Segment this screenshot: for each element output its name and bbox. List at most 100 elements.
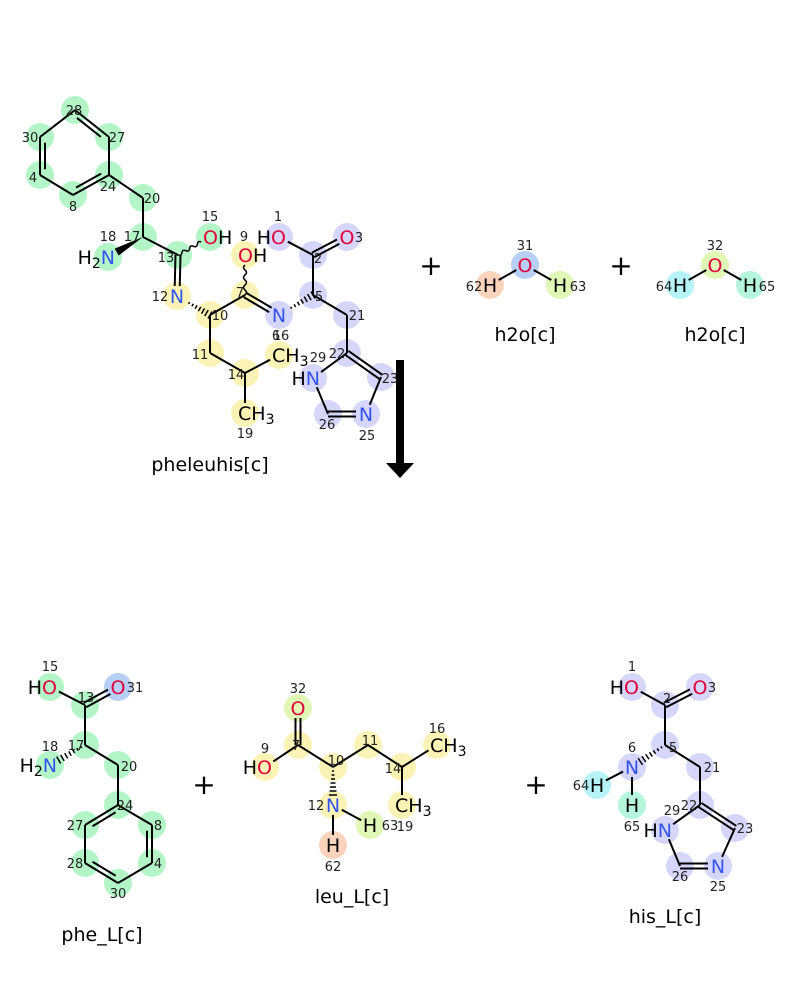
- bond-line: [108, 174, 144, 199]
- atom-highlight: [423, 731, 451, 759]
- atom-label: HO: [610, 677, 639, 699]
- atom-label: H: [553, 275, 567, 297]
- molecule-name-pheleuhis: pheleuhis[c]: [151, 454, 268, 476]
- bonds-pheleuhis: [39, 109, 384, 418]
- atom-number: 10: [212, 309, 229, 324]
- molecule-name-h2o-2: h2o[c]: [684, 324, 745, 346]
- atom-label: N: [359, 404, 373, 426]
- atom-number: 31: [127, 681, 144, 696]
- atom-highlight: [546, 271, 574, 299]
- atom-number: 27: [109, 131, 126, 146]
- atom-number: 5: [315, 290, 323, 305]
- atom-number: 9: [261, 742, 269, 757]
- atom-highlight: [284, 694, 312, 722]
- plus-sign: +: [609, 249, 632, 282]
- bond-line: [272, 744, 299, 763]
- atom-number: 14: [228, 368, 245, 383]
- hash-bond-line: [637, 757, 644, 766]
- bond-line: [320, 352, 348, 373]
- hash-bond-line: [296, 301, 301, 306]
- atom-label: H2N: [20, 755, 57, 780]
- bond-line: [672, 804, 701, 826]
- atom-label: H2N: [78, 247, 115, 272]
- atom-number: 16: [273, 329, 290, 344]
- atom-highlight: [94, 243, 122, 271]
- bonds-leu_L: [272, 718, 430, 835]
- atom-number: 13: [158, 251, 175, 266]
- double-bond-line: [243, 296, 270, 313]
- atom-highlight: [618, 791, 646, 819]
- aromatic-inner-line: [75, 172, 102, 189]
- atom-number: 65: [759, 280, 776, 295]
- atom-number: 30: [110, 887, 127, 902]
- hash-bond-line: [56, 756, 62, 764]
- double-bond-line: [85, 693, 111, 709]
- hash-bond-line: [300, 298, 305, 304]
- atom-number: 7: [236, 286, 244, 301]
- atom-number: 7: [292, 739, 300, 754]
- bond-line: [84, 804, 119, 826]
- aromatic-inner-line: [92, 860, 117, 877]
- bonds-his_L: [605, 688, 737, 870]
- atom-number: 28: [66, 104, 83, 119]
- bond-line: [723, 269, 742, 281]
- atom-highlight: [265, 341, 293, 369]
- double-bond-line: [665, 692, 693, 709]
- atom-number: 11: [362, 734, 379, 749]
- atom-number: 20: [121, 760, 138, 775]
- atom-number: 25: [710, 880, 727, 895]
- atom-number: 28: [67, 857, 84, 872]
- molecule-name-leu-L: leu_L[c]: [315, 886, 389, 908]
- bond-line: [244, 358, 271, 374]
- atom-label: CH3: [430, 735, 467, 760]
- atom-number: 1: [628, 660, 636, 675]
- hash-bond-line: [306, 293, 312, 301]
- atom-label: N: [711, 856, 725, 878]
- wedge-bond: [114, 237, 143, 256]
- hash-bond-line: [72, 749, 76, 754]
- atom-label: N: [625, 757, 639, 779]
- atom-number: 4: [29, 171, 37, 186]
- hash-bond-line: [200, 308, 206, 314]
- plus-sign: +: [192, 768, 215, 801]
- double-bond-line: [173, 254, 177, 286]
- atom-highlight: [476, 271, 504, 299]
- bond-line: [142, 236, 179, 256]
- atom-label: H: [743, 275, 757, 297]
- hash-bond-line: [290, 306, 293, 310]
- hash-bond-line: [652, 749, 657, 755]
- double-bond-line: [245, 291, 273, 309]
- bond-line: [72, 174, 110, 196]
- atom-label: OH: [238, 245, 267, 267]
- atom-highlight: [251, 753, 279, 781]
- hash-bond-line: [656, 748, 660, 752]
- atom-number: 2: [314, 252, 322, 267]
- bond-line: [74, 109, 110, 138]
- bond-line: [209, 294, 246, 316]
- atom-number: 30: [22, 131, 39, 146]
- bonds-h2o_b: [688, 269, 742, 281]
- atom-highlight: [299, 364, 327, 392]
- atom-number: 29: [310, 351, 327, 366]
- hash-bond-line: [204, 309, 209, 317]
- wavy-bond: [242, 264, 248, 296]
- atom-label: CH3: [272, 345, 309, 370]
- atom-number: 64: [656, 280, 673, 295]
- atom-number: 17: [68, 739, 85, 754]
- atom-number: 19: [237, 427, 254, 442]
- atom-highlight: [583, 771, 611, 799]
- hash-bond-line: [197, 306, 202, 312]
- hash-bond-line: [660, 746, 663, 749]
- atom-number: 31: [517, 239, 534, 254]
- atom-label: HO: [28, 677, 57, 699]
- atom-label: HO: [243, 757, 272, 779]
- atom-highlight: [704, 852, 732, 880]
- hash-bond-line: [64, 752, 69, 759]
- atom-number: 26: [672, 870, 689, 885]
- wavy-bond: [177, 240, 202, 257]
- atom-label: N: [272, 305, 286, 327]
